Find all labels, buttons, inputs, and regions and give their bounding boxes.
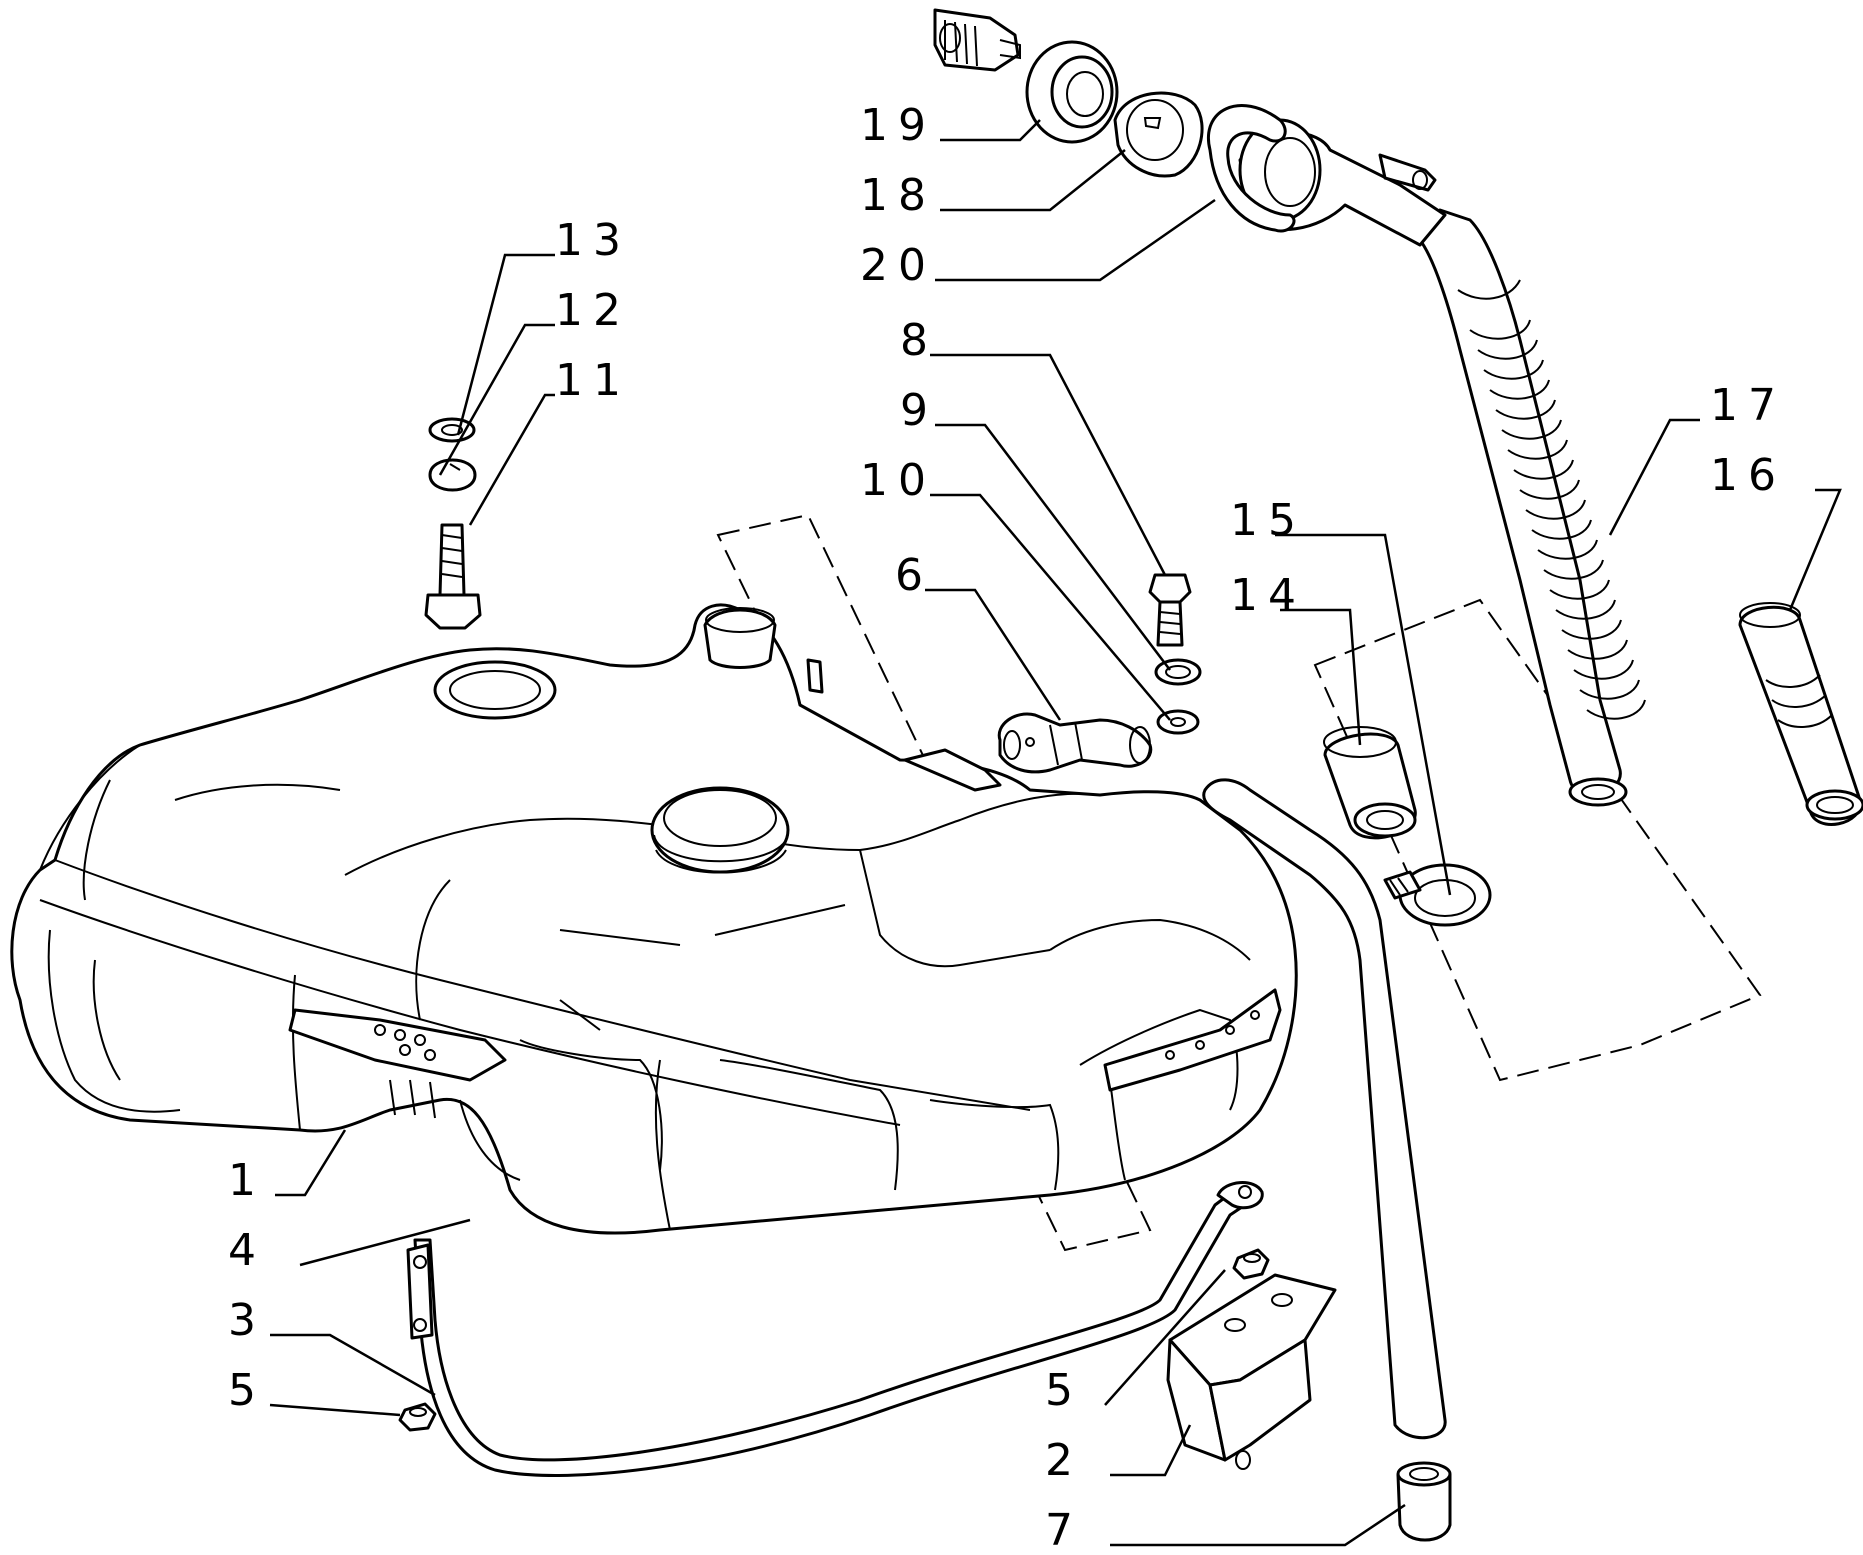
callout-11: 11 [555,355,631,406]
bolt-set-left [424,417,482,630]
callout-18: 18 [860,170,936,221]
callout-4: 4 [228,1225,266,1276]
callout-13: 13 [555,215,631,266]
callout-7: 7 [1045,1505,1083,1555]
callout-2: 2 [1045,1435,1083,1486]
leader-lines [269,119,1842,1547]
callout-14: 14 [1230,570,1306,621]
callout-19: 19 [860,100,936,151]
filler-neck-hose [1238,118,1646,807]
callout-17: 17 [1710,380,1786,431]
callout-9: 9 [900,385,938,436]
short-hose [1738,602,1863,826]
callout-15: 15 [1230,495,1306,546]
callout-8: 8 [900,315,938,366]
elbow-fitting [997,712,1153,774]
lock-ring [1113,91,1204,178]
end-cap [1396,1461,1452,1542]
bolt-set-right [1148,573,1202,735]
fuel-tank [10,603,1298,1235]
callout-10: 10 [860,455,936,506]
seal-ring [1025,40,1119,144]
neck-gasket [1207,104,1296,233]
callout-6: 6 [895,550,933,601]
nut-left [398,1402,437,1432]
callout-3: 3 [228,1295,266,1346]
hose-group-dashed-outline [1313,598,1762,1082]
hose-clamp [1383,863,1492,927]
callout-16: 16 [1710,450,1786,501]
callout-20: 20 [860,240,936,291]
nut-right [1232,1248,1270,1280]
callout-5-left: 5 [228,1365,266,1416]
callout-5-right: 5 [1045,1365,1083,1416]
callout-1: 1 [228,1155,266,1206]
sender-unit [933,8,1021,72]
retaining-strap [413,1188,1247,1477]
breather-pipe [1202,778,1447,1440]
support-bracket [1166,1273,1337,1470]
hose-sleeve [1323,726,1417,840]
callout-12: 12 [555,285,631,336]
